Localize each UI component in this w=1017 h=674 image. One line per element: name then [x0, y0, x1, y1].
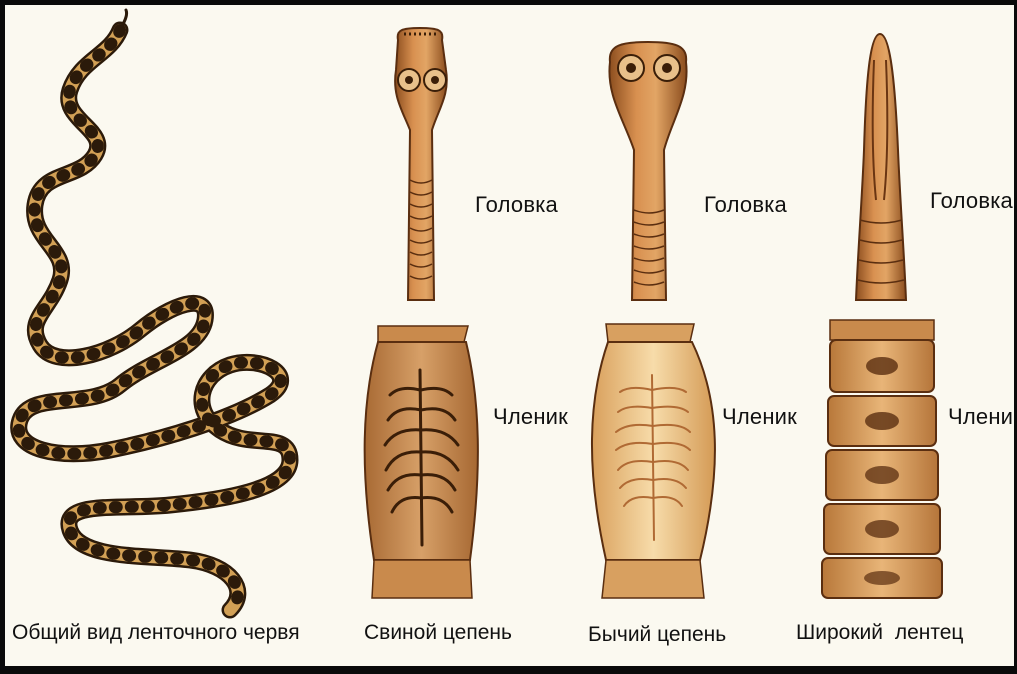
broad-tapeworm-segment-chain: [822, 320, 942, 598]
beef-head-label: Головка: [704, 192, 787, 218]
broad-tapeworm-scolex: [856, 34, 906, 300]
pork-head-label: Головка: [475, 192, 558, 218]
broad-segment-label: Членик: [948, 404, 1017, 430]
caption-general-view: Общий вид ленточного червя: [12, 621, 300, 645]
beef-tapeworm-scolex: [609, 42, 686, 300]
broad-head-label: Головка: [930, 188, 1013, 214]
caption-pork-tapeworm: Свиной цепень: [364, 621, 512, 645]
pork-tapeworm-segment: [365, 326, 478, 598]
pork-tapeworm-scolex: [395, 28, 447, 300]
tapeworm-general-view: [19, 10, 290, 610]
pork-segment-label: Членик: [493, 404, 568, 430]
beef-segment-label: Членик: [722, 404, 797, 430]
caption-broad-tapeworm: Широкий лентец: [796, 621, 963, 645]
beef-tapeworm-segment: [592, 324, 715, 598]
caption-beef-tapeworm: Бычий цепень: [588, 623, 726, 647]
